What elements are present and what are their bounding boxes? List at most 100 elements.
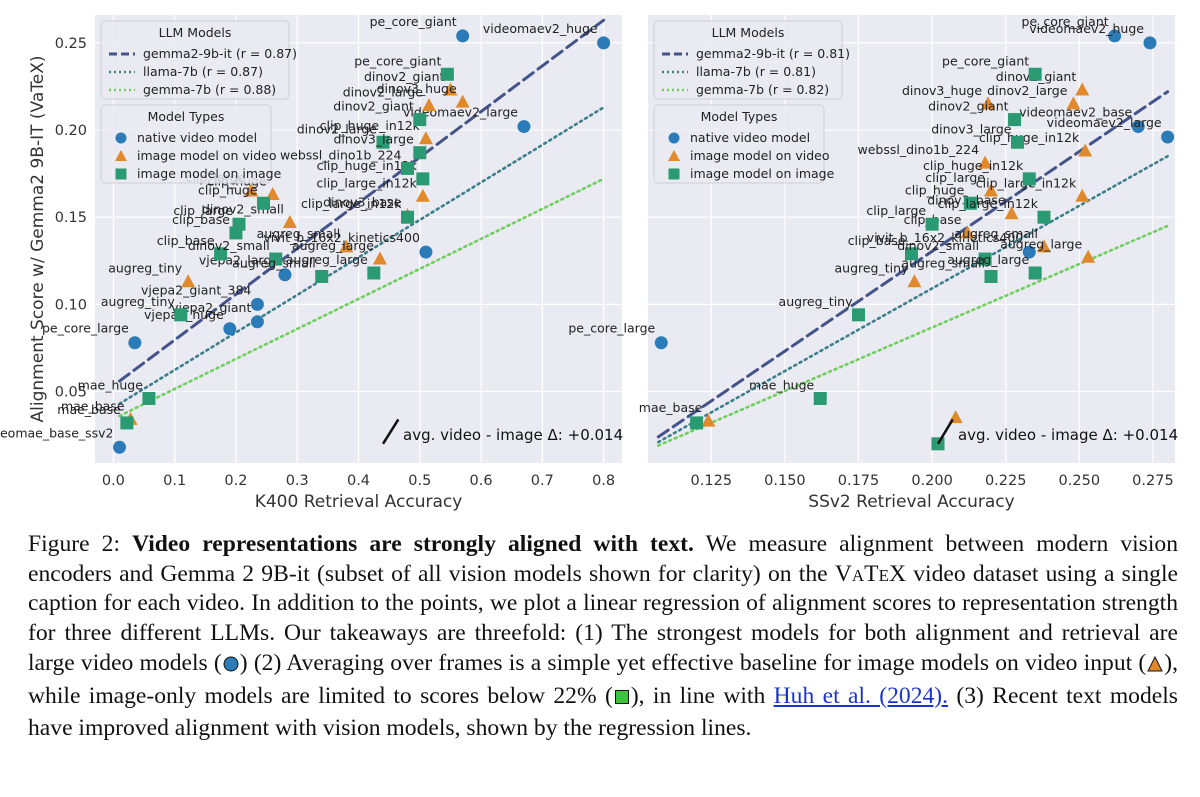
figure-caption: Figure 2: Video representations are stro… bbox=[28, 530, 1178, 744]
x-tick-label: 0.2 bbox=[224, 473, 247, 489]
image-on-video-point bbox=[907, 274, 922, 288]
x-tick-label: 0.6 bbox=[470, 473, 493, 489]
native-video-point bbox=[250, 315, 264, 329]
image-on-image-point bbox=[401, 161, 415, 175]
point-label: clip_large bbox=[173, 203, 233, 218]
x-tick-label: 0.0 bbox=[102, 473, 125, 489]
point-label: clip_huge bbox=[198, 182, 258, 197]
image-on-video-point bbox=[282, 214, 297, 228]
regression-line bbox=[118, 18, 606, 383]
citation-link[interactable]: Huh et al. (2024). bbox=[773, 682, 949, 709]
x-tick-label: 0.250 bbox=[1059, 473, 1101, 489]
llm-legend-entry: gemma2-9b-it (r = 0.81) bbox=[696, 46, 850, 61]
image-on-image-point bbox=[376, 135, 390, 149]
y-tick-label: 0.10 bbox=[55, 297, 87, 313]
point-label: webssl_dino1b_224 bbox=[858, 142, 980, 157]
x-tick-label: 0.8 bbox=[592, 473, 615, 489]
image-on-video-point bbox=[1004, 206, 1019, 220]
x-tick-label: 0.200 bbox=[911, 473, 953, 489]
legend-square-marker bbox=[115, 168, 127, 180]
image-on-image-point bbox=[315, 269, 329, 283]
caption-text-4: ), while image-only models are limited t… bbox=[28, 649, 1178, 709]
x-tick-label: 0.7 bbox=[531, 473, 554, 489]
llm-legend-entry: llama-7b (r = 0.81) bbox=[696, 64, 816, 79]
x-tick-label: 0.150 bbox=[764, 473, 806, 489]
point-label: vjepa2_giant_384 bbox=[141, 282, 251, 297]
native-video-point bbox=[250, 297, 264, 311]
y-tick-label: 0.25 bbox=[55, 36, 87, 52]
point-label: videomae_base_ssv2 bbox=[0, 425, 114, 440]
point-label: clip_base bbox=[157, 233, 215, 248]
point-label: dinov2_small bbox=[897, 238, 979, 253]
point-label: videomaev2_base bbox=[1019, 105, 1132, 120]
x-tick-label: 0.175 bbox=[838, 473, 880, 489]
point-label: dinov2_giant bbox=[928, 99, 1009, 114]
point-label: dinov2_large bbox=[343, 85, 424, 100]
point-label: pe_core_large bbox=[568, 321, 655, 336]
image-on-video-point bbox=[1078, 143, 1093, 157]
type-legend-entry: image model on image bbox=[137, 166, 282, 181]
x-axis-label: K400 Retrieval Accuracy bbox=[255, 492, 463, 512]
native-video-point bbox=[517, 120, 531, 134]
caption-text-6: (3) Recent text models have improved ali… bbox=[28, 682, 1178, 742]
point-label: dinov3_huge bbox=[902, 83, 982, 98]
image-on-image-point bbox=[1008, 113, 1022, 127]
native-video-point bbox=[1143, 36, 1157, 50]
llm-legend-title: LLM Models bbox=[159, 25, 232, 40]
point-label: clip_huge_in12k bbox=[979, 130, 1080, 145]
point-label: pe_core_giant bbox=[1022, 14, 1109, 29]
native-video-point bbox=[456, 29, 470, 43]
x-tick-label: 0.4 bbox=[347, 473, 370, 489]
x-tick-label: 0.275 bbox=[1132, 473, 1174, 489]
type-legend-title: Model Types bbox=[148, 109, 225, 124]
image-on-video-point bbox=[415, 188, 430, 202]
point-label: vivit_b_16x2_kinetics400 bbox=[263, 230, 420, 245]
point-label: pe_core_giant bbox=[354, 53, 441, 68]
x-tick-label: 0.3 bbox=[286, 473, 309, 489]
image-on-image-point bbox=[1028, 266, 1042, 280]
point-label: mae_base bbox=[57, 402, 121, 417]
point-label: clip_huge_in12k bbox=[320, 118, 421, 133]
native-video-point bbox=[1131, 120, 1145, 134]
image-on-video-point bbox=[983, 183, 998, 197]
image-on-image-point bbox=[232, 217, 246, 231]
image-on-video-point bbox=[1066, 96, 1081, 110]
caption-text-3: ) (2) Averaging over frames is a simple … bbox=[239, 649, 1147, 676]
caption-text-2: video dataset using a single caption for… bbox=[28, 560, 1179, 676]
caption-figure-label: Figure 2: bbox=[28, 531, 121, 557]
legend-square-marker bbox=[668, 168, 680, 180]
x-tick-label: 0.125 bbox=[691, 473, 733, 489]
delta-arrow bbox=[381, 418, 400, 445]
image-on-image-point bbox=[214, 247, 228, 261]
image-on-image-point bbox=[413, 146, 427, 160]
llm-legend-entry: gemma2-9b-it (r = 0.87) bbox=[143, 46, 297, 61]
point-label: dinov3_large bbox=[334, 132, 415, 147]
caption-text-5[interactable]: ), in line with bbox=[630, 682, 774, 709]
image-on-video-point bbox=[1036, 239, 1051, 253]
image-on-image-point bbox=[174, 308, 188, 322]
type-legend-box bbox=[100, 104, 272, 184]
caption-text-1: We measure alignment between modern visi… bbox=[28, 531, 1179, 587]
point-label: clip_base bbox=[848, 233, 906, 248]
image-on-image-point bbox=[401, 210, 415, 224]
triangle-marker-icon bbox=[1146, 652, 1164, 682]
image-on-video-point bbox=[418, 131, 433, 145]
legend-triangle-marker bbox=[668, 150, 680, 161]
point-label: clip_huge_in12k bbox=[317, 158, 418, 173]
image-on-video-point bbox=[339, 239, 354, 253]
square-marker-icon bbox=[613, 685, 631, 715]
caption-vatex: VaTeX bbox=[834, 560, 906, 587]
native-video-point bbox=[223, 322, 237, 336]
point-label: pe_core_large bbox=[42, 321, 129, 336]
point-label: dinov2_giant bbox=[364, 69, 445, 84]
point-label: clip_large_in12k bbox=[316, 175, 417, 190]
image-on-video-point bbox=[701, 413, 716, 427]
image-on-video-point bbox=[1075, 82, 1090, 96]
x-tick-label: 0.225 bbox=[985, 473, 1027, 489]
point-label: dinov3_base bbox=[323, 194, 402, 209]
point-label: dinov3_huge bbox=[377, 81, 457, 96]
y-tick-label: 0.20 bbox=[55, 123, 87, 139]
